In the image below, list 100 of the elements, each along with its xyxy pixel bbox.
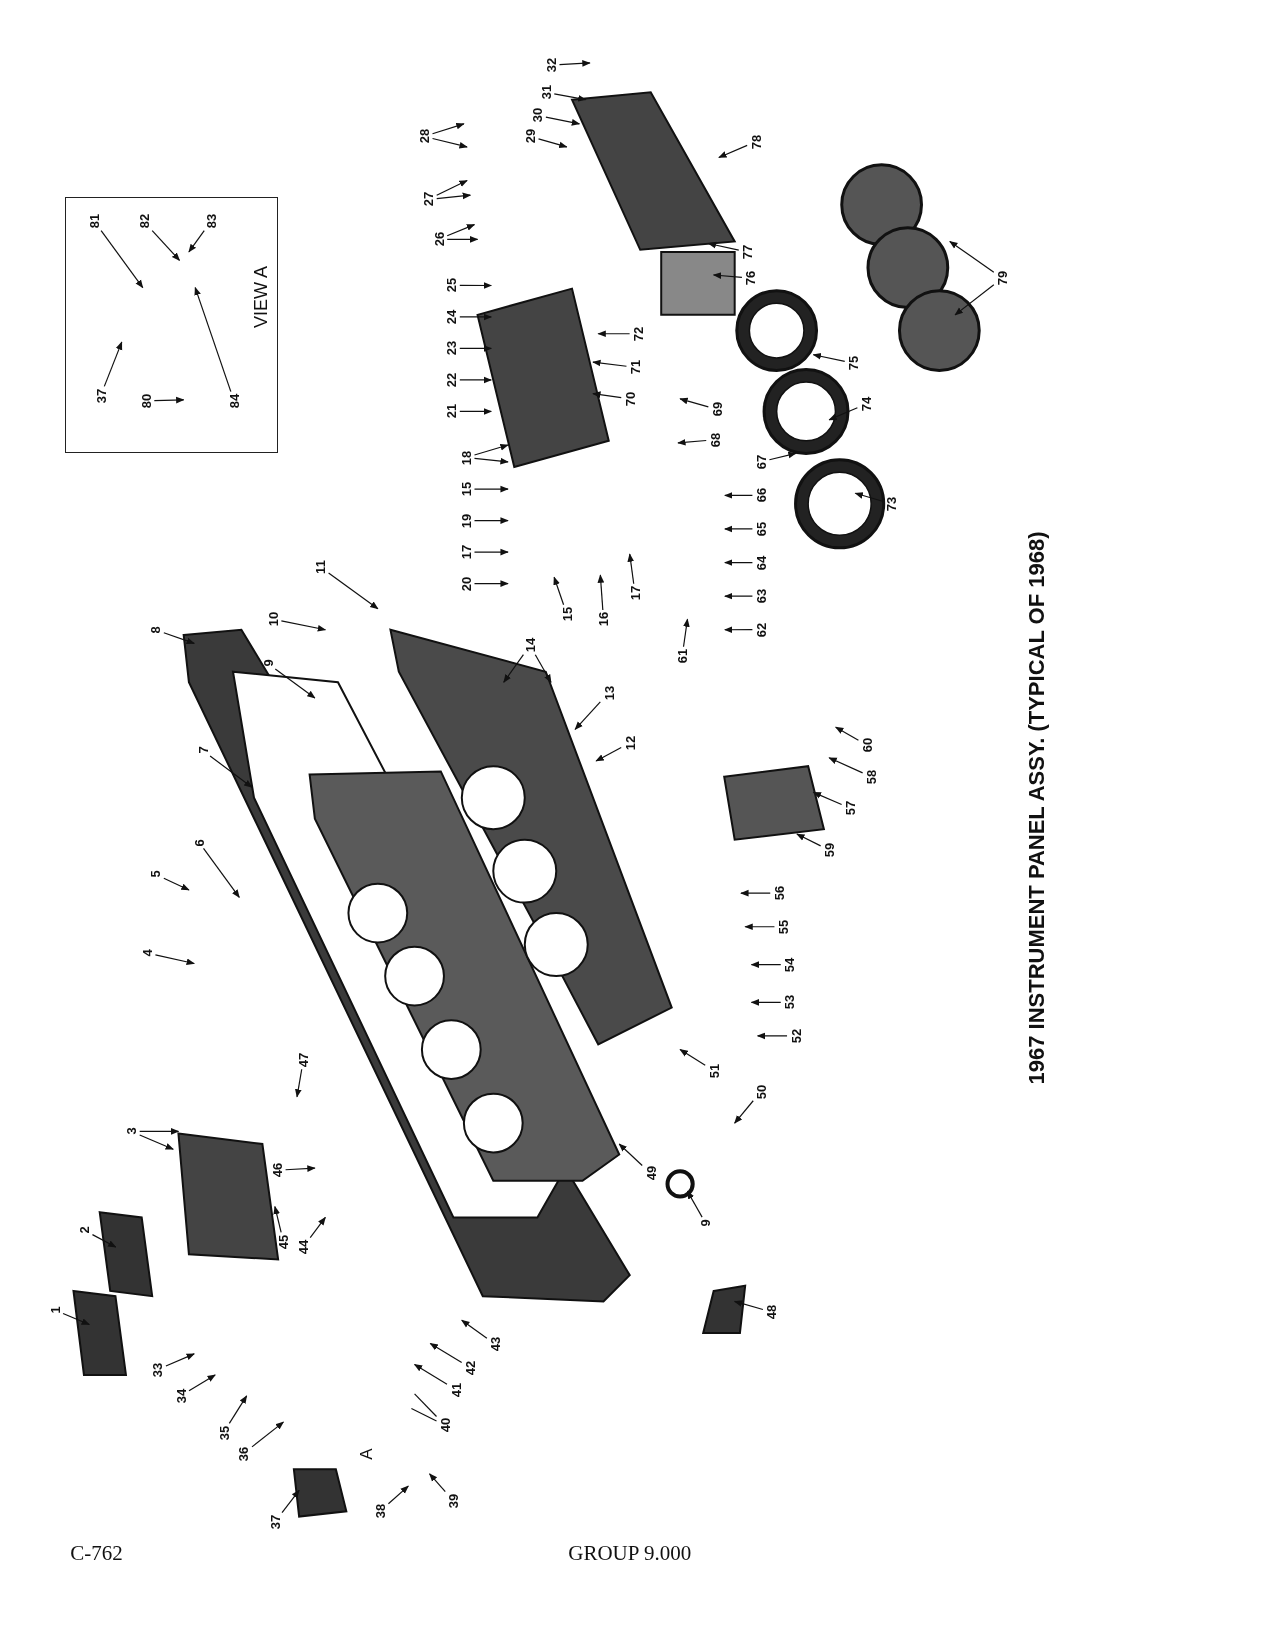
leader-line	[812, 791, 843, 806]
callout-number: 68	[708, 432, 722, 447]
callout-number: 73	[884, 496, 898, 511]
leader-line	[553, 93, 587, 102]
leader-line	[446, 224, 476, 237]
leader-line	[295, 1068, 303, 1098]
leader-line	[592, 359, 628, 367]
callout-number: 17	[628, 585, 642, 601]
callout-number: 53	[782, 995, 796, 1010]
callout-number: 30	[530, 108, 544, 123]
callout-number: 66	[754, 488, 768, 503]
callout-number: 5	[148, 870, 162, 878]
callout-number: 65	[754, 521, 768, 537]
leader-line	[618, 1143, 643, 1167]
leader-line	[153, 396, 185, 404]
leader-line	[949, 240, 995, 273]
callout-number: 13	[602, 685, 616, 700]
leader-line	[473, 457, 509, 465]
leader-line	[537, 138, 568, 149]
leader-line	[413, 1393, 438, 1418]
leader-line	[413, 1363, 448, 1385]
leader-line	[677, 438, 707, 446]
leader-line	[724, 492, 753, 499]
leader-line	[284, 1165, 316, 1172]
leader-line	[724, 592, 753, 600]
callout-number: 60	[860, 737, 874, 753]
title: 1967 INSTRUMENT PANEL ASSY. (TYPICAL OF 1968)	[1023, 531, 1050, 1085]
callout-number: 52	[789, 1028, 803, 1044]
callout-number: 36	[237, 1446, 250, 1461]
callout-number: 38	[373, 1504, 387, 1519]
callout-number: 80	[139, 393, 153, 409]
callout-number: 34	[174, 1388, 187, 1404]
leader-line	[410, 1407, 438, 1422]
leader-line	[151, 230, 181, 261]
callout-number: 32	[544, 57, 558, 73]
leader-line	[828, 407, 858, 421]
callout-number: 57	[843, 800, 857, 816]
leader-line	[188, 230, 205, 253]
leader-line	[461, 1319, 488, 1339]
leader-line	[835, 726, 859, 741]
leader-line	[446, 235, 479, 243]
callout-number: 6	[192, 839, 206, 847]
leader-line	[592, 391, 622, 399]
callout-number: 26	[432, 232, 446, 247]
leader-line	[459, 313, 493, 321]
callout-number: 12	[623, 735, 637, 751]
callout-number: 54	[782, 957, 796, 972]
leader-line	[733, 1300, 764, 1311]
leader-line	[854, 492, 884, 502]
callout-number: 33	[150, 1362, 164, 1377]
leader-line	[202, 847, 240, 899]
leader-line	[712, 272, 743, 279]
leader-line	[473, 580, 509, 587]
leader-line	[280, 620, 327, 632]
callout-number: 9	[698, 1219, 712, 1227]
leader-line	[682, 618, 690, 648]
callout-number: 56	[772, 885, 786, 901]
leader-line	[473, 517, 509, 524]
callout-number: 37	[94, 388, 108, 403]
callout-number: 7	[196, 746, 210, 755]
callout-number: 47	[296, 1052, 310, 1068]
callout-number: 77	[740, 244, 754, 260]
leader-line	[627, 553, 635, 585]
callout-number: 24	[444, 309, 458, 325]
leader-line	[473, 548, 509, 556]
view-marker-letter: A	[357, 1447, 378, 1460]
callout-number: 44	[296, 1239, 310, 1255]
leader-line	[62, 1312, 90, 1326]
callout-number: 20	[459, 576, 473, 591]
callout-number: 11	[313, 559, 327, 574]
callout-number: 29	[523, 129, 537, 144]
leader-line	[281, 1489, 300, 1514]
leader-line	[436, 179, 468, 196]
leader-line	[91, 1234, 117, 1248]
callout-number: 2	[77, 1226, 91, 1234]
leader-line	[679, 397, 709, 408]
leader-line	[734, 1100, 754, 1124]
callout-number: 74	[859, 396, 873, 412]
callout-number: 39	[446, 1493, 460, 1509]
callout-number: 16	[597, 612, 610, 627]
leader-line	[429, 1473, 446, 1493]
leader-line	[828, 757, 864, 774]
callout-number: 59	[822, 842, 836, 858]
leader-line	[574, 701, 601, 731]
leader-line	[750, 998, 782, 1006]
callout-number: 61	[675, 648, 689, 664]
section-number: GROUP 9.000	[568, 1540, 692, 1566]
leader-line	[103, 341, 123, 387]
callout-number: 8	[148, 626, 162, 634]
view-title: VIEW A	[250, 265, 272, 328]
leader-line	[459, 408, 493, 415]
callout-number: 45	[276, 1234, 290, 1249]
leader-line	[139, 1128, 180, 1135]
callout-number: 9	[261, 659, 275, 667]
leader-line	[436, 192, 472, 200]
callout-number: 1	[48, 1306, 62, 1314]
callout-number: 49	[644, 1166, 658, 1181]
callout-number: 76	[743, 270, 757, 286]
callout-number: 3	[124, 1127, 138, 1135]
callout-number: 27	[421, 192, 435, 207]
